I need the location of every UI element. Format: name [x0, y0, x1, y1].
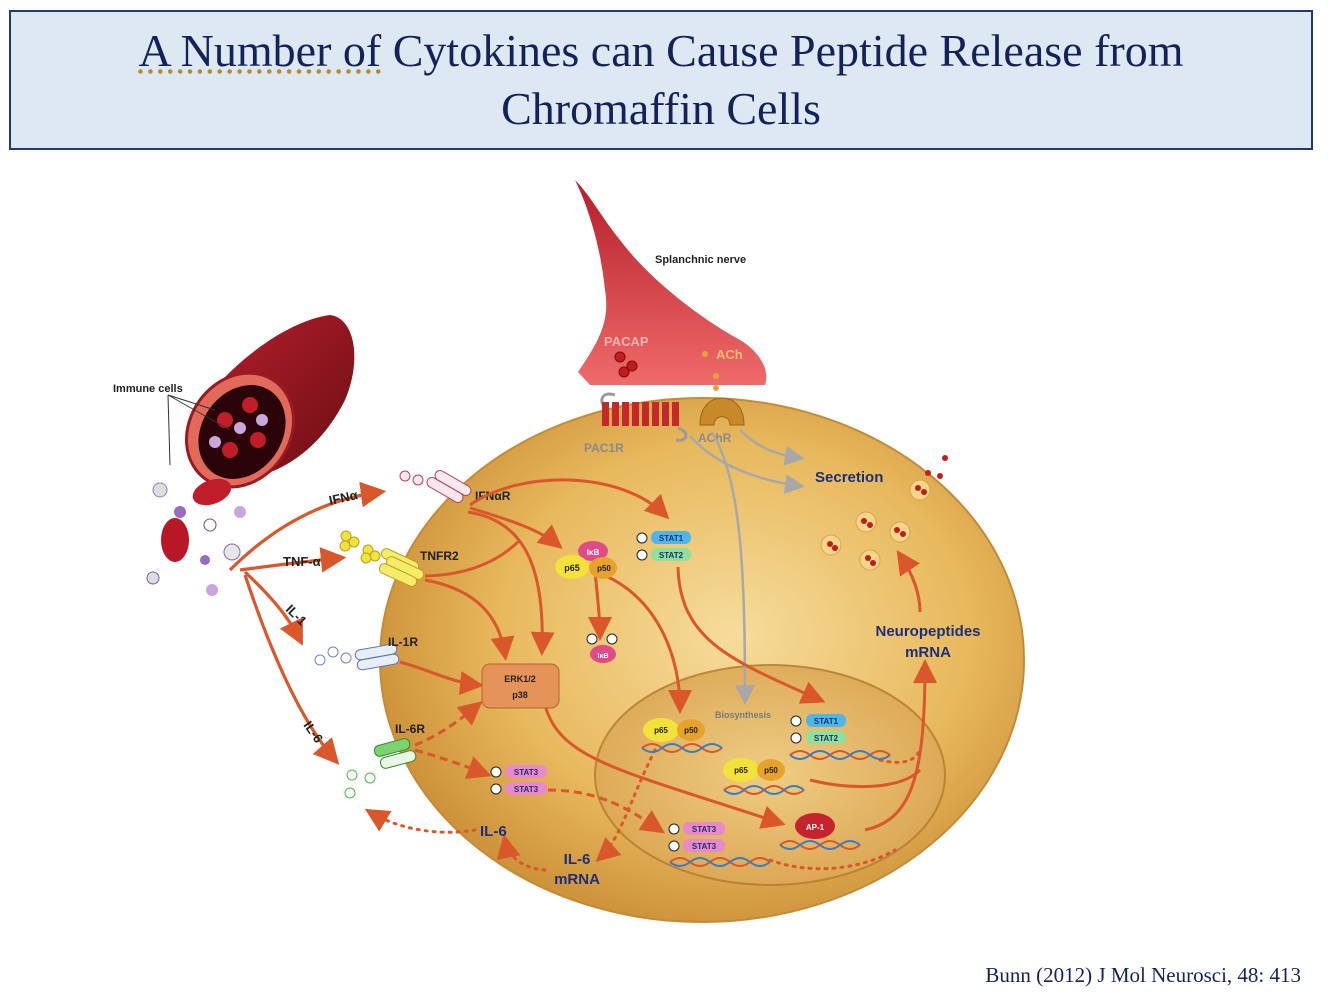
- ap1-factor: AP-1: [795, 813, 835, 839]
- splanchnic-nerve-icon: [575, 180, 767, 385]
- tnfr2-label: TNFR2: [420, 549, 459, 563]
- signaling-arrows: [399, 478, 937, 832]
- erk-p38-box: ERK1/2 p38: [481, 663, 560, 709]
- il6-dashed-arrows: [414, 701, 665, 834]
- svg-text:p50: p50: [684, 726, 698, 735]
- ifnar-label: IFNαR: [475, 489, 511, 503]
- il6-secreted-label: IL-6: [480, 823, 507, 840]
- svg-text:p65: p65: [734, 766, 748, 775]
- achr-receptor-icon: [699, 397, 745, 426]
- svg-text:STAT2: STAT2: [659, 551, 684, 560]
- svg-text:p65: p65: [564, 563, 580, 573]
- tnfa-label: TNF-α: [283, 554, 321, 569]
- svg-text:STAT3: STAT3: [692, 842, 717, 851]
- il1r-label: IL-1R: [388, 635, 418, 649]
- citation: Bunn (2012) J Mol Neurosci, 48: 413: [985, 963, 1301, 987]
- il6-mrna-label: IL-6: [564, 851, 591, 868]
- pac1r-receptor-icon: [600, 392, 688, 442]
- il1-ligands: [314, 646, 352, 666]
- svg-text:p65: p65: [654, 726, 668, 735]
- title-box: A Number of Cytokines can Cause Peptide …: [9, 10, 1313, 150]
- il6-mrna-label-2: mRNA: [554, 871, 600, 888]
- il6r-receptor-icon: [373, 738, 417, 769]
- blood-vessel-icon: [185, 315, 355, 489]
- tnfr2-receptor-icon: [378, 548, 425, 587]
- cytokine-arrows: [228, 481, 387, 765]
- svg-text:STAT1: STAT1: [659, 534, 684, 543]
- nfkb-complex: IκB p65 p50: [555, 541, 617, 579]
- stat3-nucleus: STAT3 STAT3: [668, 822, 725, 852]
- p38-label: p38: [512, 690, 528, 700]
- immune-cells-icon: [146, 478, 246, 596]
- neuropeptides-mrna-label: mRNA: [905, 644, 951, 661]
- pac1r-label: PAC1R: [584, 441, 624, 455]
- biosynthesis-label: Biosynthesis: [715, 710, 771, 720]
- slide-title: A Number of Cytokines can Cause Peptide …: [139, 22, 1184, 138]
- secretory-granules: [820, 455, 948, 571]
- ifnar-receptor-icon: [426, 470, 472, 503]
- erk-label: ERK1/2: [504, 674, 536, 684]
- nfkb-nucleus-2: p65 p50: [723, 758, 785, 782]
- svg-text:STAT1: STAT1: [814, 717, 839, 726]
- il6-ligands: [344, 769, 376, 799]
- svg-text:IκB: IκB: [587, 548, 600, 557]
- title-line2: Chromaffin Cells: [501, 83, 821, 134]
- stat1-stat2-nucleus: STAT1 STAT2: [790, 714, 846, 744]
- svg-text:AP-1: AP-1: [806, 823, 825, 832]
- svg-text:p50: p50: [764, 766, 778, 775]
- svg-text:STAT3: STAT3: [514, 785, 539, 794]
- ifna-ligands: [399, 470, 424, 486]
- il1r-receptor-icon: [354, 643, 400, 671]
- svg-text:STAT3: STAT3: [692, 825, 717, 834]
- svg-text:IκB: IκB: [598, 653, 609, 660]
- stat3-cytoplasm: STAT3 STAT3: [490, 765, 547, 795]
- phospho-ikb: IκB: [586, 633, 618, 663]
- ifna-label: IFNα: [328, 487, 359, 508]
- dotted-arrows: [364, 748, 922, 872]
- dna-strands: [641, 743, 891, 867]
- svg-text:STAT2: STAT2: [814, 734, 839, 743]
- svg-text:p50: p50: [597, 564, 611, 573]
- il1-label: IL-1: [283, 602, 310, 629]
- tnfa-ligands: [339, 530, 381, 564]
- il6r-label: IL-6R: [395, 722, 425, 736]
- nfkb-nucleus-1: p65 p50: [643, 718, 705, 742]
- title-part1: A Number of: [138, 25, 382, 76]
- pacap-granules: [614, 351, 638, 378]
- secretion-label: Secretion: [815, 469, 883, 486]
- svg-text:STAT3: STAT3: [514, 768, 539, 777]
- neuropeptides-label: Neuropeptides: [875, 623, 980, 640]
- pacap-label: PACAP: [604, 334, 649, 349]
- splanchnic-nerve-label: Splanchnic nerve: [655, 254, 746, 266]
- ach-label: ACh: [716, 347, 743, 362]
- title-part2: Cytokines can Cause Peptide Release from: [381, 25, 1184, 76]
- ach-granule: [702, 351, 708, 357]
- immune-cells-label: Immune cells: [113, 383, 183, 395]
- stat1-stat2-cytoplasm: STAT1 STAT2: [636, 531, 691, 561]
